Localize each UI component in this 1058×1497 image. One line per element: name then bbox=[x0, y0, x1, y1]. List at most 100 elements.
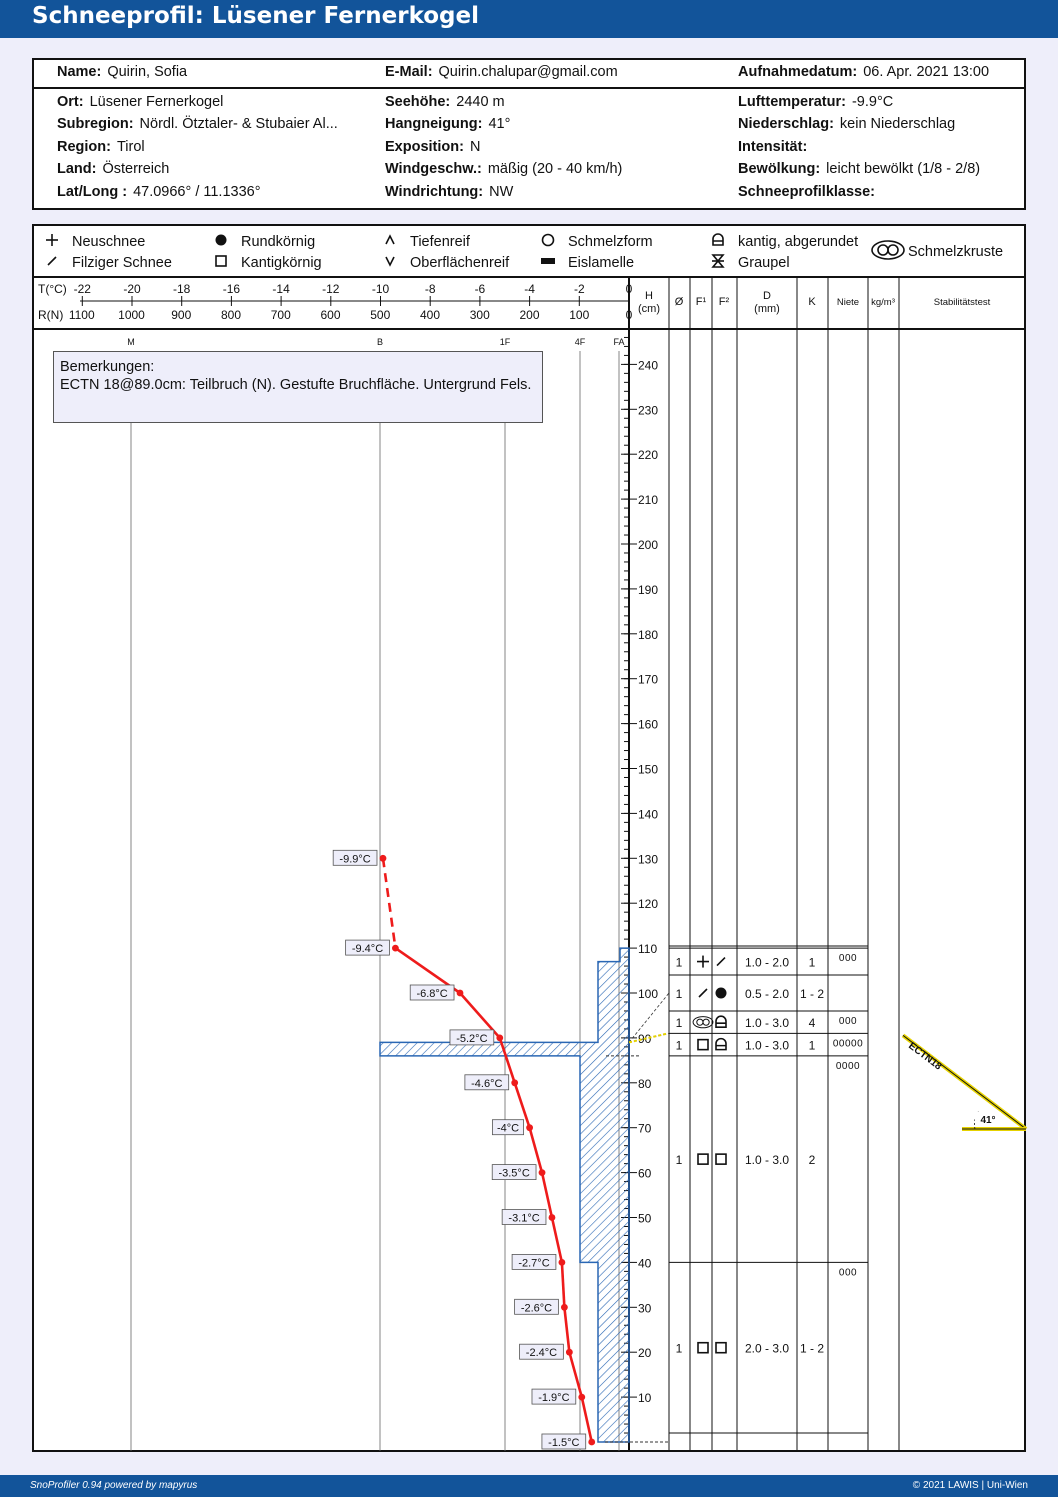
field-value: 06. Apr. 2021 13:00 bbox=[863, 64, 990, 80]
layer-hardness: 1 bbox=[809, 1039, 816, 1053]
field-value: kein Niederschlag bbox=[839, 116, 956, 133]
height-tick-label: 150 bbox=[638, 763, 658, 777]
filziger-icon bbox=[716, 957, 726, 967]
resistance-tick-label: 1000 bbox=[118, 308, 145, 322]
resistance-tick-label: 500 bbox=[370, 308, 390, 322]
square bbox=[697, 1153, 709, 1165]
temp-tick-label: -10 bbox=[372, 282, 390, 296]
field-label: Aufnahmedatum: bbox=[738, 64, 858, 80]
temperature-point bbox=[565, 1348, 573, 1356]
c2 bbox=[702, 1018, 710, 1026]
field-value: 41° bbox=[488, 116, 511, 133]
rundkoernig-icon bbox=[715, 987, 727, 999]
slash bbox=[47, 256, 57, 266]
temperature-point bbox=[496, 1034, 504, 1042]
field-value: Lüsener Fernerkogel bbox=[89, 94, 224, 110]
field-label: Name: bbox=[57, 64, 102, 80]
resistance-tick-label: 300 bbox=[470, 308, 490, 322]
c2 bbox=[887, 244, 899, 256]
temperature-point bbox=[578, 1393, 586, 1401]
temperature-segment bbox=[580, 1396, 593, 1443]
resistance-axis-label: R(N) bbox=[38, 308, 63, 322]
remarks-box: Bemerkungen: ECTN 18@89.0cm: Teilbruch (… bbox=[53, 351, 543, 423]
field-region: Region:Tirol bbox=[57, 139, 145, 155]
rundkoernig-icon bbox=[215, 234, 227, 246]
layer-wetness: 1 bbox=[676, 987, 683, 1001]
dome bbox=[715, 1015, 727, 1028]
layer-hardness: 1 bbox=[809, 956, 816, 970]
layer-niete: 0000 bbox=[836, 1061, 860, 1072]
temp-tick-label: -14 bbox=[272, 282, 290, 296]
temp-tick-label: -12 bbox=[322, 282, 340, 296]
temperature-label-box bbox=[541, 1433, 587, 1450]
height-tick-label: 60 bbox=[638, 1167, 652, 1181]
temperature-label-box bbox=[409, 984, 455, 1001]
layer-wetness: 1 bbox=[676, 1342, 683, 1356]
field-value: mäßig (20 - 40 km/h) bbox=[487, 161, 623, 178]
layer-wetness: 1 bbox=[676, 1039, 683, 1053]
temperature-label: -6.8°C bbox=[416, 988, 447, 1000]
title-bar: Schneeprofil: Lüsener Fernerkogel bbox=[0, 0, 1058, 38]
profile-panel bbox=[32, 224, 1026, 1452]
temp-tick-label: -16 bbox=[223, 282, 241, 296]
field-value: N bbox=[469, 138, 481, 155]
temperature-segment bbox=[568, 1351, 584, 1398]
kantigkoernig-icon bbox=[697, 1153, 709, 1165]
bar bbox=[541, 258, 555, 264]
field-aufnahmedatum: Aufnahmedatum: 06. Apr. 2021 13:00 bbox=[738, 64, 989, 80]
temperature-label: -5.2°C bbox=[456, 1033, 487, 1045]
layer-niete: 000 bbox=[839, 1267, 857, 1278]
temp-tick-label: -2 bbox=[574, 282, 585, 296]
temperature-segment bbox=[381, 858, 397, 949]
legend-label-tiefenreif: Tiefenreif bbox=[410, 234, 471, 250]
resistance-tick-label: 0 bbox=[626, 308, 633, 322]
col-diameter: Ø bbox=[675, 296, 684, 308]
layer-grain-size: 2.0 - 3.0 bbox=[745, 1342, 789, 1356]
stability-angle-box bbox=[975, 1112, 1001, 1126]
layer-connector bbox=[628, 992, 670, 1043]
filziger-icon bbox=[47, 256, 57, 266]
hardness-label-B: B bbox=[377, 337, 383, 347]
legend-label-oberflaechenreif: Oberflächenreif bbox=[410, 255, 510, 271]
temperature-point bbox=[379, 854, 387, 862]
resistance-tick-label: 800 bbox=[221, 308, 241, 322]
height-tick-label: 190 bbox=[638, 583, 658, 597]
schmelzkruste-icon bbox=[692, 1016, 714, 1029]
temperature-label-box bbox=[519, 1343, 564, 1360]
height-tick-label: 160 bbox=[638, 718, 658, 732]
temp-tick-label: -20 bbox=[123, 282, 141, 296]
temperature-segment bbox=[528, 1127, 544, 1173]
temperature-label: -1.9°C bbox=[538, 1392, 569, 1404]
field-label: Region: bbox=[57, 138, 111, 155]
temperature-label: -3.5°C bbox=[498, 1168, 529, 1180]
legend-label-schmelzform: Schmelzform bbox=[568, 234, 653, 250]
field-label: Lufttemperatur: bbox=[738, 94, 846, 110]
temperature-point bbox=[548, 1214, 556, 1221]
legend-label-neuschnee: Neuschnee bbox=[72, 234, 145, 250]
temperature-label-box bbox=[332, 849, 378, 866]
hardness-profile bbox=[379, 947, 630, 1443]
temperature-label: -9.9°C bbox=[339, 853, 370, 865]
temp-tick-label: 0 bbox=[626, 282, 633, 296]
temperature-label: -9.4°C bbox=[352, 943, 383, 955]
height-tick-label: 210 bbox=[638, 493, 658, 507]
layer-grain-size: 0.5 - 2.0 bbox=[745, 987, 789, 1001]
footer: SnoProfiler 0.94 powered by mapyrus © 20… bbox=[0, 1475, 1058, 1497]
layer-hardness: 4 bbox=[809, 1016, 816, 1030]
weak-layer-marker bbox=[628, 1032, 669, 1044]
stability-slope bbox=[902, 1034, 1027, 1130]
temp-axis-label: T(°C) bbox=[38, 282, 67, 296]
dome bbox=[715, 1037, 727, 1051]
temperature-point bbox=[526, 1124, 533, 1132]
oberflaechenreif-icon bbox=[385, 256, 395, 267]
col-d-unit: (mm) bbox=[754, 303, 780, 315]
field-exposition: Exposition:N bbox=[385, 139, 480, 155]
remarks-text: ECTN 18@89.0cm: Teilbruch (N). Gestufte … bbox=[60, 377, 532, 393]
footer-left: SnoProfiler 0.94 powered by mapyrus bbox=[30, 1480, 198, 1491]
field-value: 47.0966° / 11.1336° bbox=[133, 183, 261, 200]
temperature-label-box bbox=[449, 1029, 495, 1046]
field-land: Land:Österreich bbox=[57, 161, 169, 177]
square bbox=[697, 1341, 709, 1354]
stability-test-label: ECTN18 bbox=[906, 1041, 944, 1073]
dome bbox=[712, 233, 724, 246]
